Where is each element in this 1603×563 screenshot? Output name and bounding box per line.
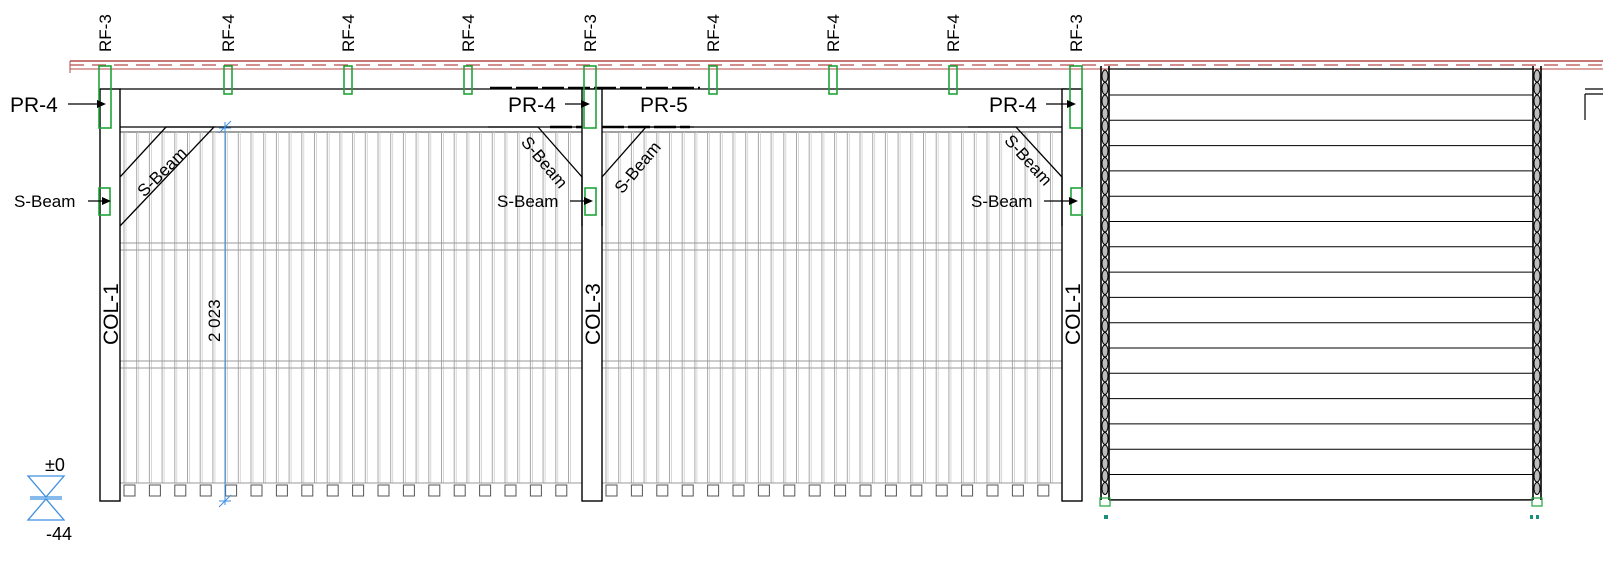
roof-label-1: RF-3 bbox=[96, 14, 115, 52]
roof-label-4: RF-4 bbox=[459, 14, 478, 52]
roof-labels: RF-3 RF-4 RF-4 RF-4 RF-3 RF-4 RF-4 RF-4 RF-3 bbox=[96, 14, 1086, 52]
brace-label-2: S-Beam bbox=[517, 133, 571, 192]
roof-label-3: RF-4 bbox=[339, 14, 358, 52]
roof-members bbox=[98, 65, 1083, 129]
right-wall-panel bbox=[1099, 66, 1543, 507]
base-blocks bbox=[123, 484, 1050, 497]
roof-label-6: RF-4 bbox=[704, 14, 723, 52]
purlin-label-3: PR-5 bbox=[640, 94, 688, 117]
roof-label-5: RF-3 bbox=[581, 14, 600, 52]
s-beam-callout-2: S-Beam bbox=[497, 192, 558, 211]
level-marker bbox=[26, 475, 66, 521]
height-dimension bbox=[218, 120, 232, 508]
roof-label-8: RF-4 bbox=[944, 14, 963, 52]
roof-label-7: RF-4 bbox=[824, 14, 843, 52]
column-label-3: COL-1 bbox=[1062, 283, 1085, 345]
level-top: ±0 bbox=[45, 455, 65, 475]
roof-label-9: RF-3 bbox=[1067, 14, 1086, 52]
column-label-1: COL-1 bbox=[100, 283, 123, 345]
column-3 bbox=[581, 88, 603, 502]
s-beam-callout-3: S-Beam bbox=[971, 192, 1032, 211]
purlin-label-1: PR-4 bbox=[10, 94, 58, 117]
bottom-markers bbox=[1104, 515, 1539, 519]
columns bbox=[99, 88, 1083, 502]
purlin-label-4: PR-4 bbox=[989, 94, 1037, 117]
column-1 bbox=[99, 88, 121, 502]
purlin-callouts: PR-4 PR-4 PR-5 PR-4 bbox=[10, 92, 1076, 120]
dimension-value: 2 023 bbox=[205, 299, 224, 342]
column-1-right bbox=[1061, 88, 1083, 502]
level-bottom: -44 bbox=[46, 524, 72, 544]
column-labels: COL-1 COL-3 COL-1 bbox=[100, 283, 1085, 345]
column-label-2: COL-3 bbox=[582, 283, 605, 345]
wall-cladding bbox=[123, 132, 1053, 483]
roof-label-2: RF-4 bbox=[219, 14, 238, 52]
s-beam-callout-1: S-Beam bbox=[14, 192, 75, 211]
purlin-label-2: PR-4 bbox=[508, 94, 556, 117]
s-beam-callouts: S-Beam S-Beam S-Beam bbox=[14, 192, 1078, 211]
